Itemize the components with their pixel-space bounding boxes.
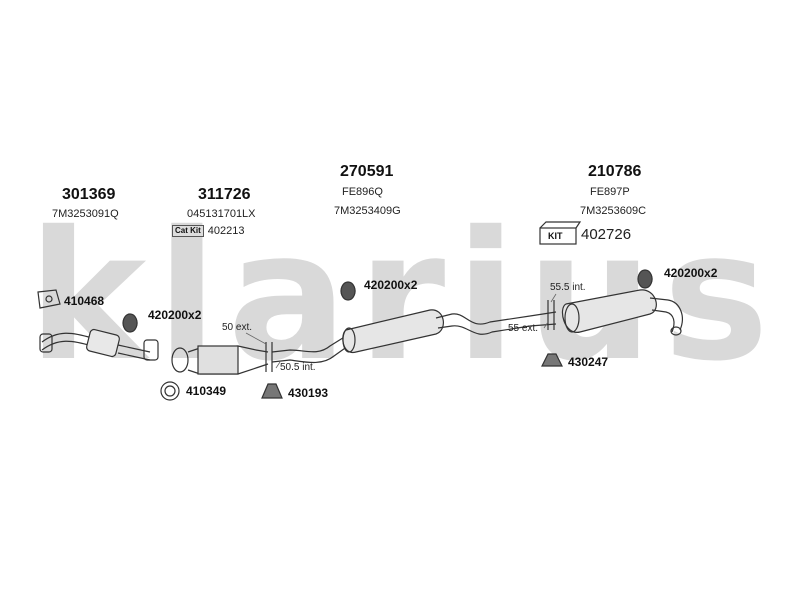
group-ref-270591: FE896Q: [342, 186, 383, 198]
group-oem-301369: 7M3253091Q: [52, 208, 119, 220]
rubber-mount-mid: [340, 281, 356, 301]
front-pipe: [39, 328, 159, 361]
part-430193: 430193: [288, 386, 329, 400]
group-oem-210786: 7M3253609C: [580, 205, 647, 217]
part-420200-mid: 420200x2: [364, 278, 418, 292]
note-50-5-int: 50.5 int.: [280, 362, 316, 373]
cat-kit-row: Cat Kit 402213: [172, 225, 245, 237]
note-55-ext: 55 ext.: [508, 323, 539, 334]
part-410349: 410349: [186, 384, 227, 398]
cat-kit-label: Cat Kit: [172, 225, 204, 237]
rubber-mount-front: [122, 313, 138, 333]
group-oem-311726: 045131701LX: [187, 208, 256, 220]
note-55-5-int: 55.5 int.: [550, 282, 586, 293]
clamp-front: [265, 342, 273, 372]
part-430247: 430247: [568, 355, 609, 369]
middle-silencer: [271, 309, 531, 364]
part-420200-front: 420200x2: [148, 308, 202, 322]
note-50-ext: 50 ext.: [222, 322, 253, 333]
rubber-mount-rear: [637, 269, 653, 289]
part-410468: 410468: [64, 294, 105, 308]
clamp-rear: [547, 300, 555, 330]
gasket-410349: [160, 381, 180, 401]
group-oem-270591: 7M3253409G: [334, 205, 401, 217]
kit-code: 402726: [581, 226, 632, 243]
rear-silencer: [529, 289, 683, 336]
gasket-410468: [37, 289, 61, 309]
group-code-311726: 311726: [198, 186, 251, 203]
mounting-430193: [261, 383, 283, 399]
catalytic-converter: [171, 345, 269, 375]
cat-kit-code: 402213: [207, 225, 245, 237]
kit-box-icon: [539, 227, 577, 245]
mounting-430247: [541, 353, 563, 367]
group-code-210786: 210786: [588, 163, 642, 180]
group-code-301369: 301369: [62, 186, 116, 203]
group-code-270591: 270591: [340, 163, 394, 180]
group-ref-210786: FE897P: [590, 186, 630, 198]
kit-label: KIT: [548, 231, 563, 241]
part-420200-rear: 420200x2: [664, 266, 718, 280]
